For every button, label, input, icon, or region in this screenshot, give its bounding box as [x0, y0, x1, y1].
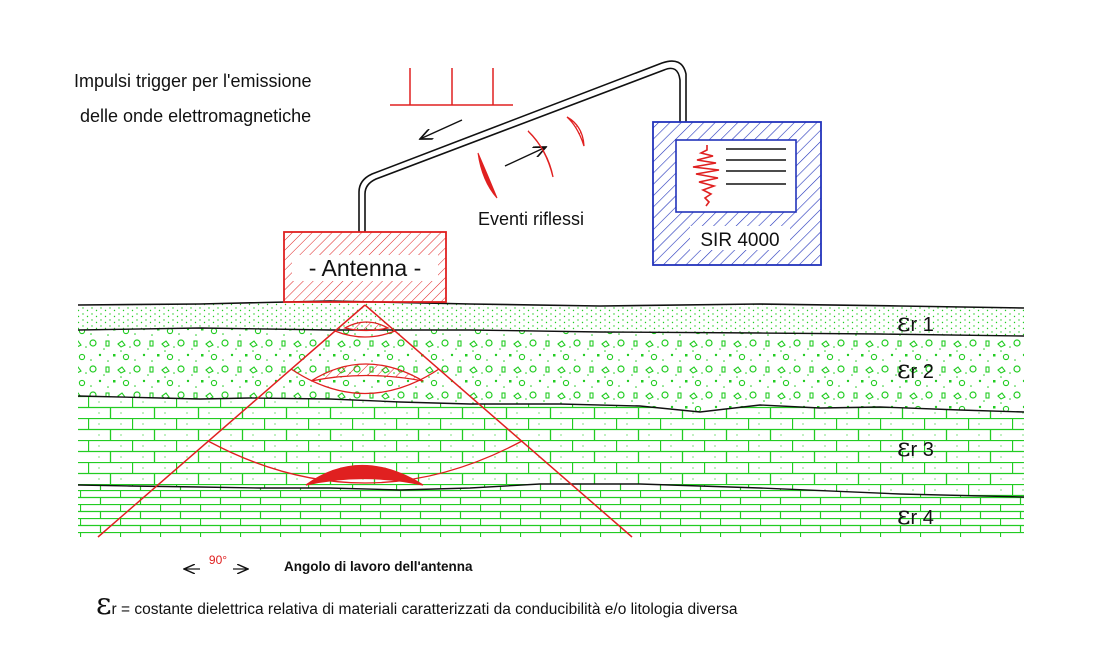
- angle-value: 90°: [209, 553, 227, 567]
- legend: εr = costante dielettrica relativa di ma…: [96, 587, 738, 622]
- beam-right-edge: [364, 304, 633, 538]
- epsilon-symbol: ε: [897, 308, 910, 338]
- layer-label-1: εr 1: [897, 308, 934, 338]
- legend-text: r = costante dielettrica relativa di mat…: [112, 601, 738, 618]
- device-label: SIR 4000: [700, 230, 779, 251]
- layer-label-2: εr 2: [897, 355, 934, 385]
- reflected-events-label: Eventi riflessi: [478, 209, 584, 229]
- trigger-label-line2: delle onde elettromagnetiche: [80, 106, 311, 126]
- reflection-event-1: [343, 321, 390, 332]
- device-screen: [675, 139, 797, 213]
- boundary-1-2: [77, 327, 1025, 337]
- radargram-trace: [692, 145, 720, 207]
- reflected-events-icon: [477, 116, 585, 199]
- layer-4-fill: [78, 484, 1024, 537]
- epsilon-symbol: ε: [897, 433, 910, 463]
- epsilon-symbol: ε: [897, 501, 910, 531]
- reflection-arrow: [504, 147, 546, 167]
- wavefront-arc-1: [334, 330, 396, 338]
- reflection-event-2: [310, 363, 424, 382]
- sir-4000-unit: SIR 4000: [652, 121, 822, 266]
- antenna-cable: [358, 60, 687, 232]
- antenna-box: - Antenna -: [283, 231, 447, 303]
- boundary-3-4: [77, 483, 1025, 498]
- emission-arrow: [420, 119, 463, 139]
- legend-epsilon-symbol: ε: [96, 587, 112, 622]
- layer-labels: εr 1 εr 2 εr 3 εr 4: [897, 308, 934, 531]
- layer-3-fill: [78, 396, 1024, 497]
- angle-indicator: 90°: [184, 553, 248, 569]
- trigger-label-line1: Impulsi trigger per l'emissione: [74, 71, 312, 91]
- beam-left-edge: [97, 304, 366, 538]
- angle-caption: Angolo di lavoro dell'antenna: [284, 559, 473, 574]
- trigger-pulses: [390, 68, 513, 106]
- boundary-2-3: [77, 395, 1025, 413]
- epsilon-symbol: ε: [897, 355, 910, 385]
- reflection-event-3: [305, 464, 424, 486]
- antenna-beam: [97, 304, 633, 538]
- wavefront-arc-3: [207, 440, 523, 484]
- antenna-label: - Antenna -: [309, 255, 422, 281]
- layer-label-4: εr 4: [897, 501, 934, 531]
- layer-label-3: εr 3: [897, 433, 934, 463]
- subsurface-layers: [77, 300, 1025, 537]
- layer-1-fill: [78, 301, 1024, 336]
- ground-surface-line: [77, 300, 1025, 309]
- wavefront-arc-2: [290, 368, 440, 395]
